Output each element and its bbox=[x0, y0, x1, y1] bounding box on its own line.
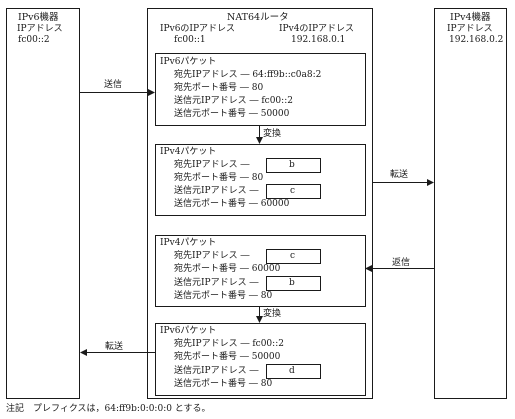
packet-4-line-3: 送信元IPアドレス ― bbox=[174, 366, 259, 376]
packet-3-line-4: 送信元ポート番号 ― 80 bbox=[174, 291, 273, 301]
blank-box-d bbox=[266, 364, 321, 379]
router-ipv6-value: fc00::1 bbox=[174, 35, 206, 45]
packet-2-box bbox=[155, 144, 366, 216]
ipv6-device-title: IPv6機器 bbox=[18, 12, 59, 23]
ipv6-device-addr-label: IPアドレス bbox=[17, 24, 63, 34]
ipv4-device-title: IPv4機器 bbox=[450, 12, 491, 23]
ipv6-device-box bbox=[6, 8, 80, 399]
convert-1-label: 変換 bbox=[263, 129, 282, 139]
packet-3-line-1: 宛先IPアドレス ― bbox=[174, 251, 250, 261]
packet-2-line-4: 送信元ポート番号 ― 60000 bbox=[174, 199, 290, 209]
packet-1-line-3: 送信元IPアドレス ― fc00::2 bbox=[174, 96, 293, 106]
ipv4-device-addr-value: 192.168.0.2 bbox=[449, 35, 504, 45]
forward-right-label: 転送 bbox=[390, 170, 409, 180]
convert-2-label: 変換 bbox=[263, 309, 282, 319]
reply-label: 返信 bbox=[392, 258, 411, 268]
ipv4-device-box bbox=[434, 8, 507, 399]
packet-4-line-1: 宛先IPアドレス ― fc00::2 bbox=[174, 339, 284, 349]
blank-b-label-2: b bbox=[289, 278, 295, 288]
router-ipv4-label: IPv4のIPアドレス bbox=[279, 24, 355, 34]
packet-1-line-1: 宛先IPアドレス ― 64:ff9b::c0a8:2 bbox=[174, 70, 322, 80]
blank-c-label-2: c bbox=[290, 251, 296, 261]
packet-2-line-2: 宛先ポート番号 ― 80 bbox=[174, 173, 264, 183]
packet-1-line-4: 送信元ポート番号 ― 50000 bbox=[174, 109, 290, 119]
packet-1-line-2: 宛先ポート番号 ― 80 bbox=[174, 83, 264, 93]
blank-box-c-1 bbox=[266, 184, 321, 199]
router-ipv4-value: 192.168.0.1 bbox=[291, 35, 346, 45]
packet-2-line-1: 宛先IPアドレス ― bbox=[174, 160, 250, 170]
forward-left-label: 転送 bbox=[105, 342, 124, 352]
router-box bbox=[147, 8, 373, 399]
packet-4-line-2: 宛先ポート番号 ― 50000 bbox=[174, 352, 281, 362]
blank-c-label: c bbox=[290, 186, 296, 196]
packet-4-title: IPv6パケット bbox=[160, 326, 217, 336]
packet-4-box bbox=[155, 323, 366, 396]
blank-d-label: d bbox=[289, 366, 295, 376]
router-ipv6-label: IPv6のIPアドレス bbox=[160, 24, 236, 34]
ipv6-device-addr-value: fc00::2 bbox=[18, 35, 50, 45]
blank-b-label: b bbox=[289, 160, 295, 170]
router-title: NAT64ルータ bbox=[227, 12, 289, 23]
blank-box-c-2 bbox=[266, 249, 321, 264]
send-label: 送信 bbox=[104, 80, 123, 90]
ipv4-device-addr-label: IPアドレス bbox=[447, 24, 493, 34]
blank-box-b-1 bbox=[266, 158, 321, 173]
blank-box-b-2 bbox=[266, 276, 321, 291]
packet-3-line-2: 宛先ポート番号 ― 60000 bbox=[174, 264, 281, 274]
packet-2-title: IPv4パケット bbox=[160, 147, 217, 157]
packet-4-line-4: 送信元ポート番号 ― 80 bbox=[174, 379, 273, 389]
packet-1-title: IPv6パケット bbox=[160, 57, 217, 67]
packet-3-title: IPv4パケット bbox=[160, 238, 217, 248]
packet-1-box bbox=[155, 53, 366, 126]
packet-3-line-3: 送信元IPアドレス ― bbox=[174, 278, 259, 288]
packet-2-line-3: 送信元IPアドレス ― bbox=[174, 186, 259, 196]
footnote: 注記 プレフィクスは，64:ff9b:0:0:0:0 とする。 bbox=[6, 404, 211, 414]
